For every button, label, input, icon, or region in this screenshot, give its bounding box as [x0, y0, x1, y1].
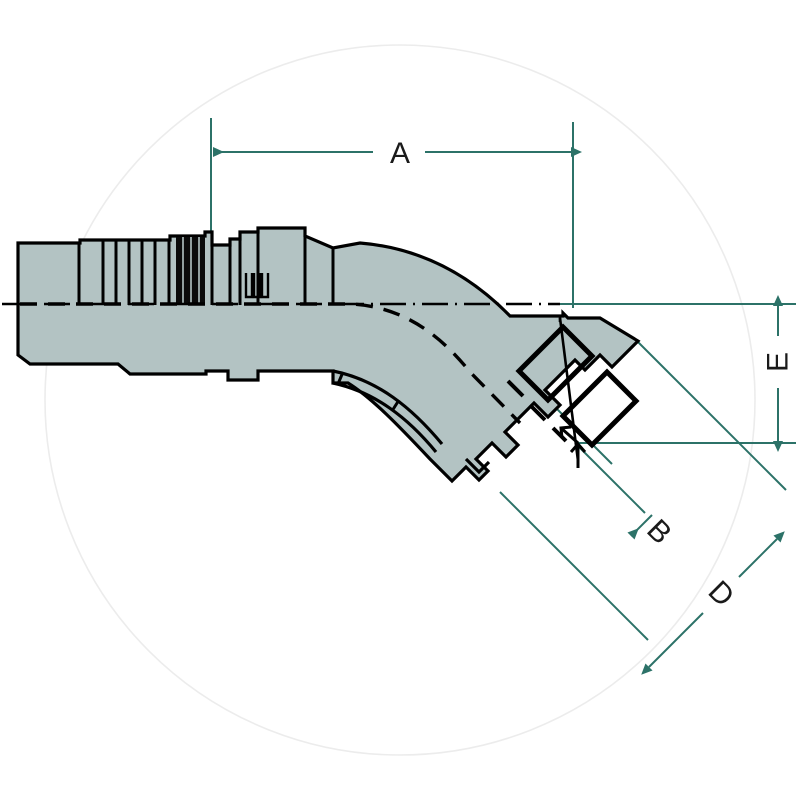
flange-shoulder-notch [464, 457, 491, 475]
bend-wall-tick-1 [336, 371, 345, 385]
crimp-band [176, 237, 205, 305]
dimension-label-e: E [762, 352, 795, 372]
dim-d-witness-outer [635, 339, 787, 491]
flange-center-mark [559, 425, 587, 468]
flange-groove-marks [506, 379, 568, 443]
ferrule-step-lines [210, 228, 335, 305]
dimension-label-a: A [390, 137, 410, 170]
bend-inner-wall-outer [332, 381, 438, 454]
flange-head-collars [515, 323, 640, 449]
dim-d-witness-tail [499, 491, 649, 641]
bend-wall-tick-2 [390, 399, 401, 412]
dim-b-arrow [627, 514, 653, 540]
dim-d-arrow-upper [738, 531, 785, 578]
seal-ring-stack [244, 273, 270, 299]
flange-axis-centerline [558, 317, 580, 462]
dimension-e-group [556, 295, 796, 452]
fitting-body [16, 226, 641, 484]
hose-barb-serrations [77, 240, 171, 305]
dimension-label-d: D [702, 575, 741, 614]
dimension-label-b: B [640, 513, 677, 550]
watermark-circle [44, 44, 756, 756]
fitting-outline [16, 226, 641, 484]
bend-inner-wall [332, 369, 444, 446]
dim-d-arrow-lower [641, 612, 704, 675]
lower-sleeve-lines [30, 362, 206, 376]
dim-b-witness-front [574, 442, 646, 514]
centerlines [2, 302, 580, 462]
dimension-d-group [499, 339, 787, 675]
